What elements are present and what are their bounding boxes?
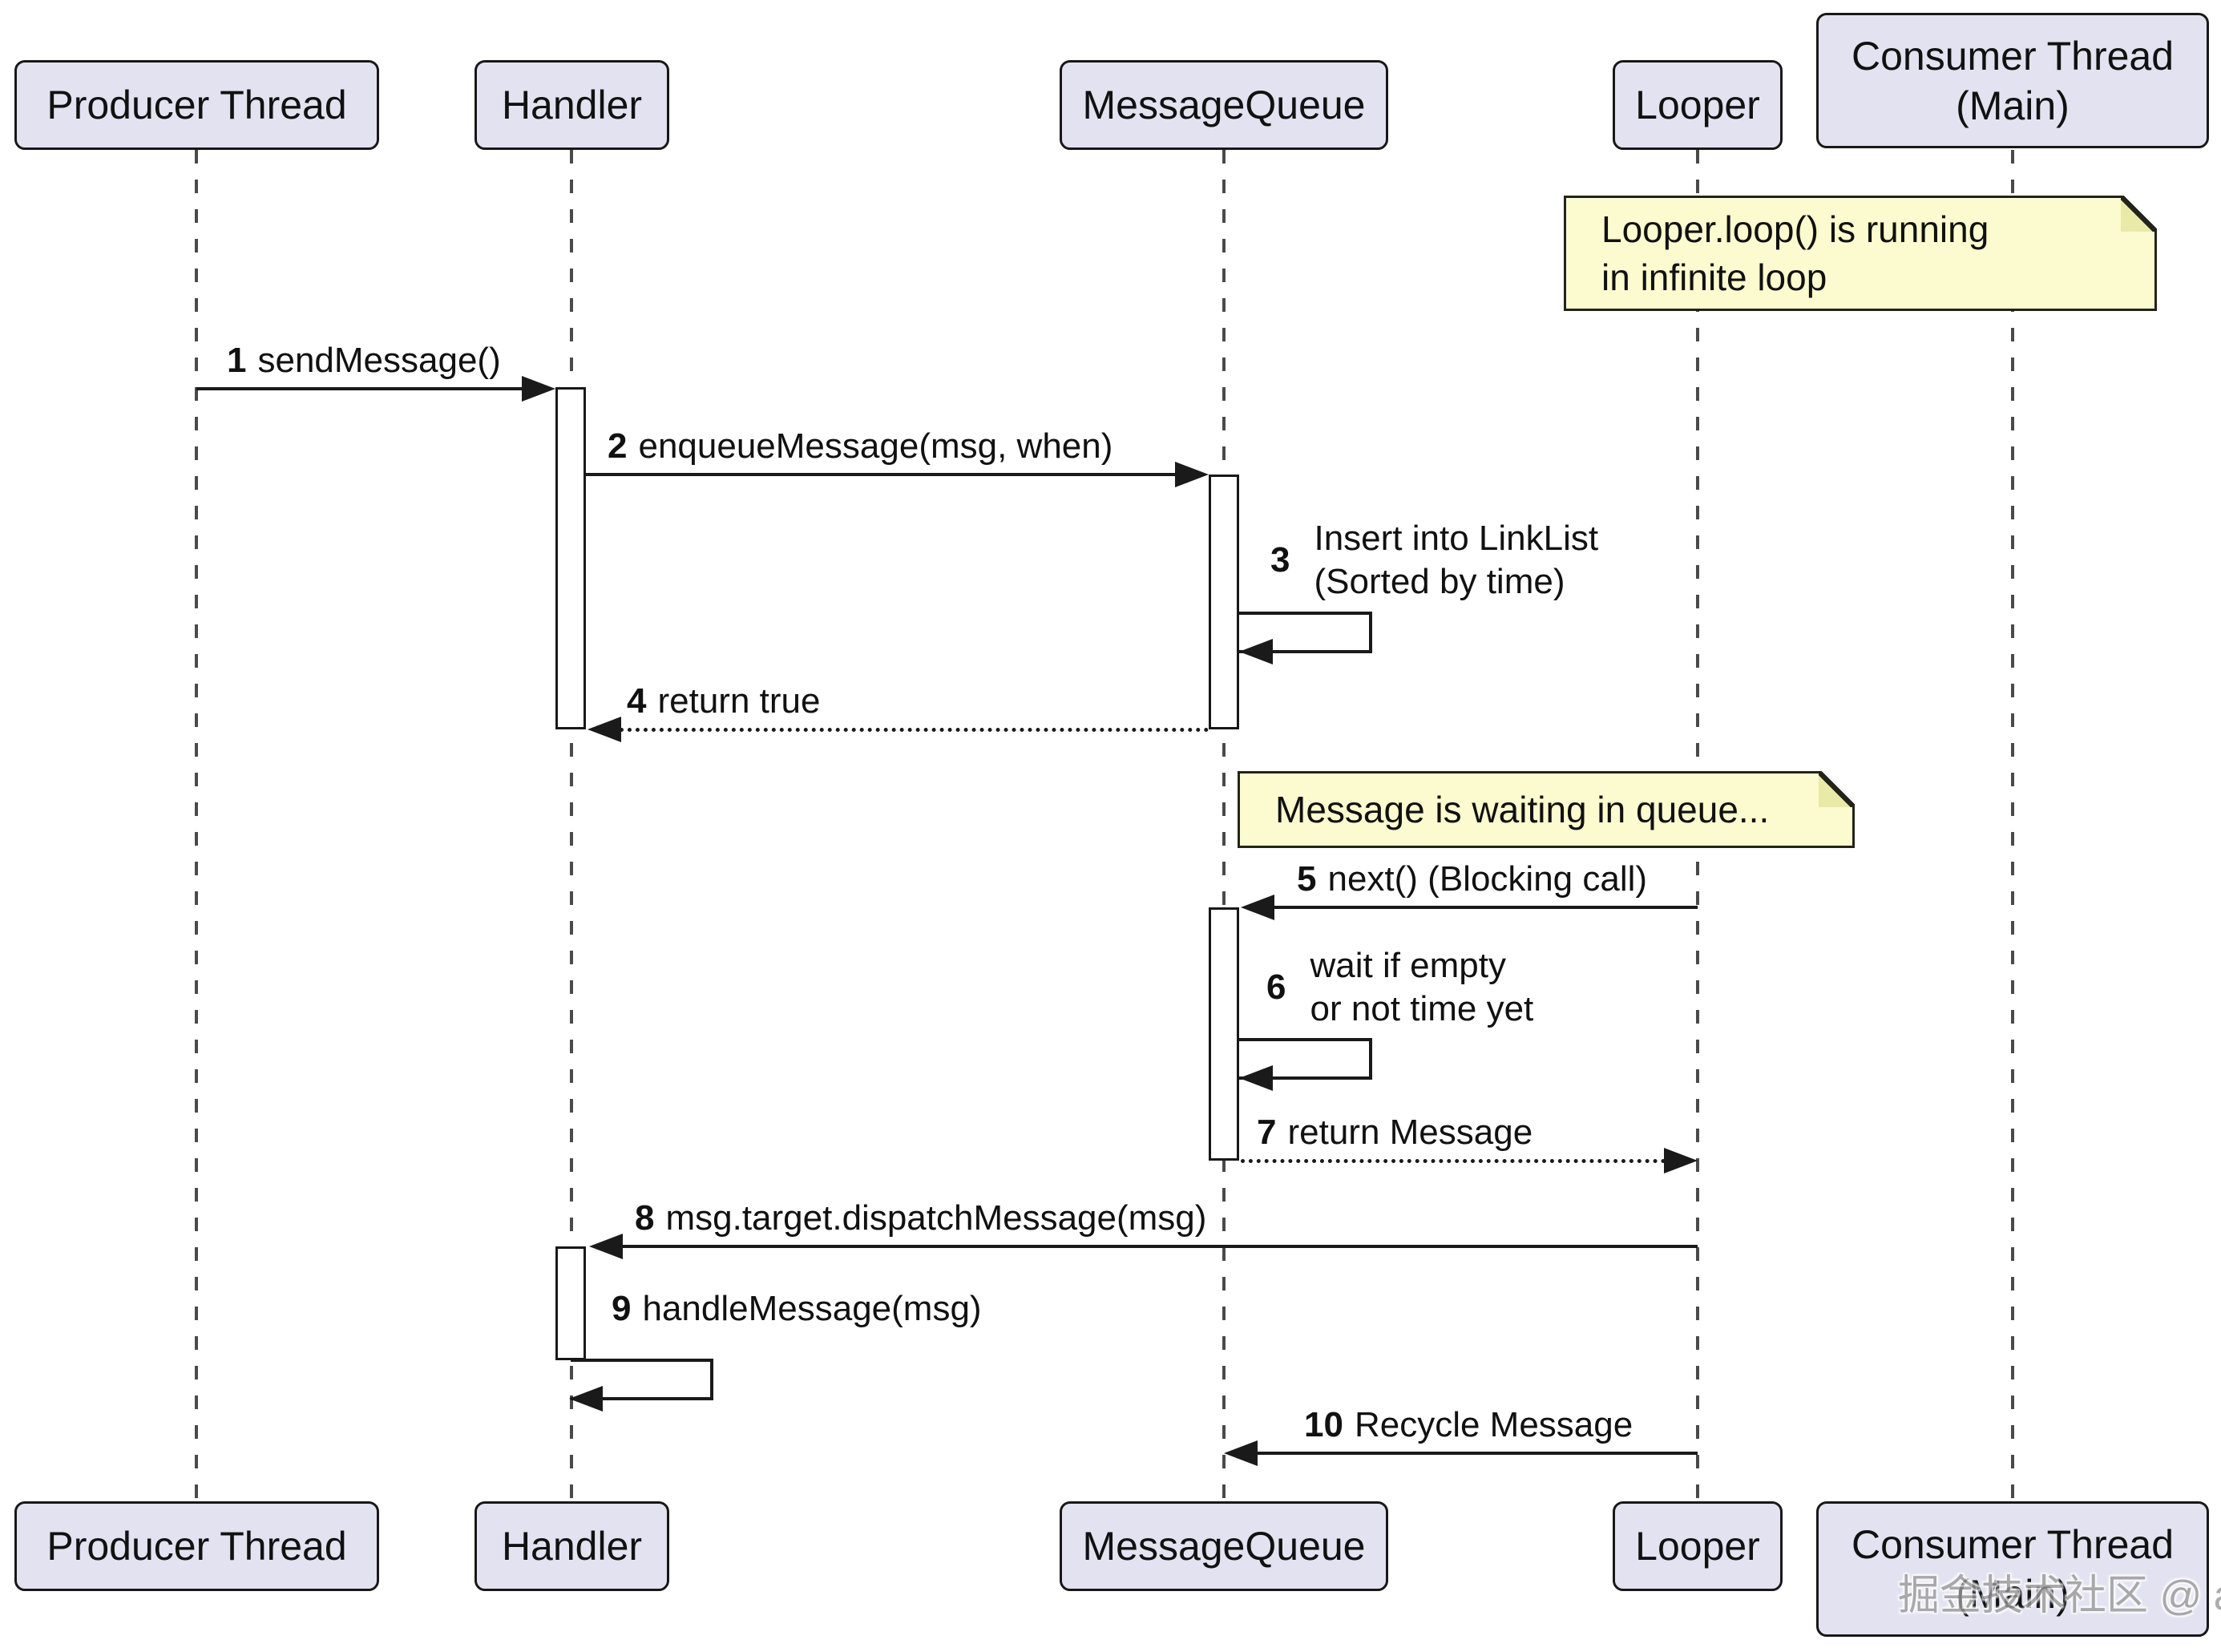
participant-label: Looper [1635,1524,1760,1569]
message-number: 8 [635,1198,655,1238]
message-text: sendMessage() [257,341,501,380]
message-4-return-line [620,728,1209,732]
message-number: 5 [1297,859,1317,899]
participant-label: Producer Thread [46,83,347,127]
message-5-arrowhead [1241,895,1274,920]
lifeline-producer-thread [195,150,198,1501]
message-6-arrowhead [1239,1065,1273,1091]
note-line2: in infinite loop [1601,256,1827,298]
participant-messagequeue-top: MessageQueue [1060,60,1388,150]
participant-label: Looper [1635,83,1760,127]
message-8-arrowhead [589,1234,623,1259]
note-looper-loop: Looper.loop() is running in infinite loo… [1564,196,2157,311]
participant-producer-thread-top: Producer Thread [14,60,379,150]
message-9-arrowhead [569,1386,603,1412]
message-1-arrow-line [196,387,525,390]
note-fold-corner-icon [2121,196,2157,232]
participant-handler-bottom: Handler [474,1501,669,1591]
message-7-label: 7 return Message [1257,1111,1532,1154]
lifeline-handler [570,150,573,1501]
message-number: 1 [227,341,247,380]
message-text-line2: (Sorted by time) [1314,562,1565,601]
participant-messagequeue-bottom: MessageQueue [1060,1501,1388,1591]
participant-looper-bottom: Looper [1613,1501,1783,1591]
message-number: 4 [627,681,647,721]
message-3-self-loop [1239,612,1372,653]
message-number: 7 [1257,1113,1277,1152]
participant-label: MessageQueue [1082,1524,1366,1569]
message-6-self-loop [1239,1038,1372,1080]
activation-handler-2 [555,1246,586,1360]
message-number: 10 [1304,1405,1343,1444]
message-4-arrowhead [588,717,621,742]
message-1-label: 1 sendMessage() [227,339,501,382]
participant-label: Producer Thread [46,1524,347,1569]
message-5-arrow-line [1273,906,1698,909]
message-text: msg.target.dispatchMessage(msg) [665,1198,1207,1238]
message-text: enqueueMessage(msg, when) [638,426,1113,466]
activation-messagequeue-2 [1209,907,1239,1161]
message-text-line2: or not time yet [1310,989,1534,1028]
message-number: 2 [608,426,628,466]
message-2-arrow-line [586,473,1177,476]
message-10-arrow-line [1256,1452,1698,1455]
message-text: handleMessage(msg) [642,1289,982,1328]
message-text: return Message [1287,1113,1533,1152]
participant-looper-top: Looper [1613,60,1783,150]
participant-label-line2: (Main) [1956,1571,2070,1617]
message-8-arrow-line [621,1245,1698,1248]
message-7-arrowhead [1664,1148,1698,1173]
message-text: Insert into LinkList (Sorted by time) [1314,517,1598,604]
message-6-label: 6 wait if empty or not time yet [1266,944,1533,1031]
participant-label: Handler [501,83,643,127]
message-3-label: 3 Insert into LinkList (Sorted by time) [1270,517,1598,604]
watermark-text: 掘金技术社区 @ apigfly [1898,1573,2221,1619]
message-9-label: 9 handleMessage(msg) [612,1287,982,1331]
participant-label-line1: Consumer Thread [1851,33,2175,79]
message-2-arrowhead [1175,462,1209,487]
message-number: 6 [1266,967,1286,1007]
note-fold-corner-icon [1819,771,1855,807]
message-9-self-loop [571,1359,713,1400]
message-1-arrowhead [522,376,555,402]
message-10-arrowhead [1224,1440,1258,1466]
message-text: wait if empty or not time yet [1310,944,1533,1031]
participant-label: MessageQueue [1082,83,1366,127]
lifeline-messagequeue [1222,150,1226,1501]
participant-label-line1: Consumer Thread [1851,1521,2175,1567]
message-7-return-line [1241,1159,1666,1163]
participant-consumer-thread-top: Consumer Thread (Main) [1816,13,2209,148]
note-line1: Looper.loop() is running [1601,208,1989,250]
participant-label: Handler [501,1524,643,1569]
message-text-line1: wait if empty [1310,946,1506,985]
note-line1: Message is waiting in queue... [1275,789,1770,830]
participant-handler-top: Handler [474,60,669,150]
message-3-arrowhead [1239,639,1273,664]
lifeline-consumer-thread [2011,150,2014,1501]
message-text: return true [657,681,821,721]
participant-producer-thread-bottom: Producer Thread [14,1501,379,1591]
participant-label-line2: (Main) [1956,83,2070,128]
message-text: next() (Blocking call) [1327,859,1648,899]
message-10-label: 10 Recycle Message [1304,1404,1633,1447]
activation-handler-1 [555,387,586,729]
participant-consumer-thread-bottom: Consumer Thread (Main) [1816,1501,2209,1637]
activation-messagequeue-1 [1209,475,1239,729]
message-text: Recycle Message [1354,1405,1633,1444]
note-message-waiting: Message is waiting in queue... [1238,771,1855,848]
message-number: 9 [612,1289,632,1328]
message-number: 3 [1270,540,1290,580]
message-text-line1: Insert into LinkList [1314,519,1599,558]
